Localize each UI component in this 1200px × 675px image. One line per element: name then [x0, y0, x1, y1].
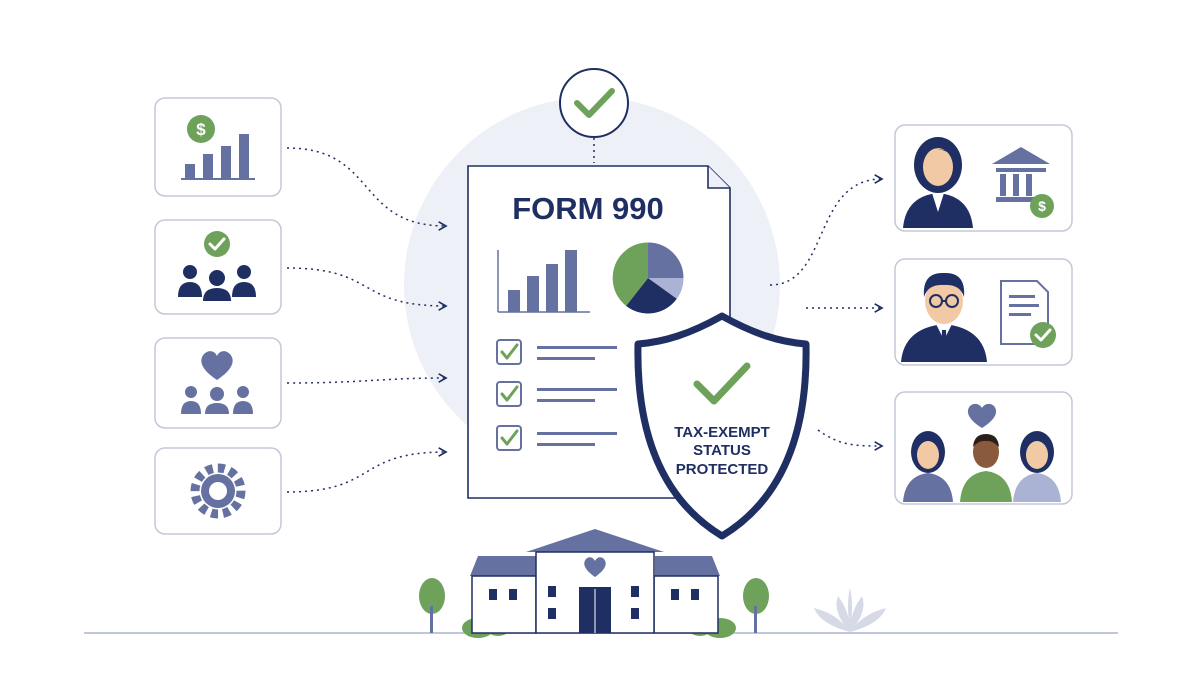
- pie-chart-icon: [611, 241, 685, 315]
- shield-line-1: TAX-EXEMPT: [674, 424, 770, 441]
- tree-icon: [419, 578, 445, 633]
- right-card-reviewer: [894, 258, 1073, 366]
- right-card-beneficiaries: [894, 391, 1073, 505]
- check-badge-icon: [1030, 322, 1056, 348]
- svg-text:$: $: [196, 120, 206, 139]
- left-card-community: [154, 219, 282, 315]
- left-card-charity: [154, 337, 282, 429]
- approval-check-icon: [559, 68, 629, 138]
- person-avatar: [960, 434, 1012, 502]
- heart-icon: [967, 403, 997, 428]
- form-title: FORM 990: [512, 191, 664, 226]
- person-avatar: [1013, 431, 1061, 502]
- heart-icon: [201, 351, 233, 380]
- left-card-finance: $: [154, 97, 282, 197]
- left-connectors: [286, 147, 448, 493]
- bar-chart-icon: [181, 134, 255, 180]
- svg-text:$: $: [1038, 198, 1046, 214]
- man-avatar: [901, 272, 987, 362]
- person-avatar: [903, 431, 953, 502]
- people-icon: [181, 386, 253, 414]
- right-connectors: [769, 174, 884, 451]
- gear-icon: [190, 463, 246, 519]
- plant-icon: [814, 588, 886, 632]
- woman-avatar: [903, 137, 973, 228]
- checklist-item: [496, 381, 617, 407]
- shield-line-2: STATUS: [693, 442, 751, 459]
- checklist-item: [496, 339, 617, 365]
- tree-icon: [743, 578, 769, 633]
- shield-line-3: PROTECTED: [676, 461, 769, 478]
- dollar-icon: $: [187, 115, 215, 143]
- bar-chart-icon: [497, 250, 590, 313]
- nonprofit-building-icon: [470, 529, 720, 634]
- right-card-advisor: $: [894, 124, 1073, 232]
- bank-icon: [992, 147, 1050, 202]
- checklist: [496, 339, 617, 451]
- community-group-icon: [178, 265, 256, 301]
- dollar-badge-icon: $: [1030, 194, 1054, 218]
- checklist-item: [496, 425, 617, 451]
- left-card-operations: [154, 447, 282, 535]
- shield-icon: TAX-EXEMPT STATUS PROTECTED: [634, 312, 810, 540]
- check-badge-icon: [204, 231, 230, 257]
